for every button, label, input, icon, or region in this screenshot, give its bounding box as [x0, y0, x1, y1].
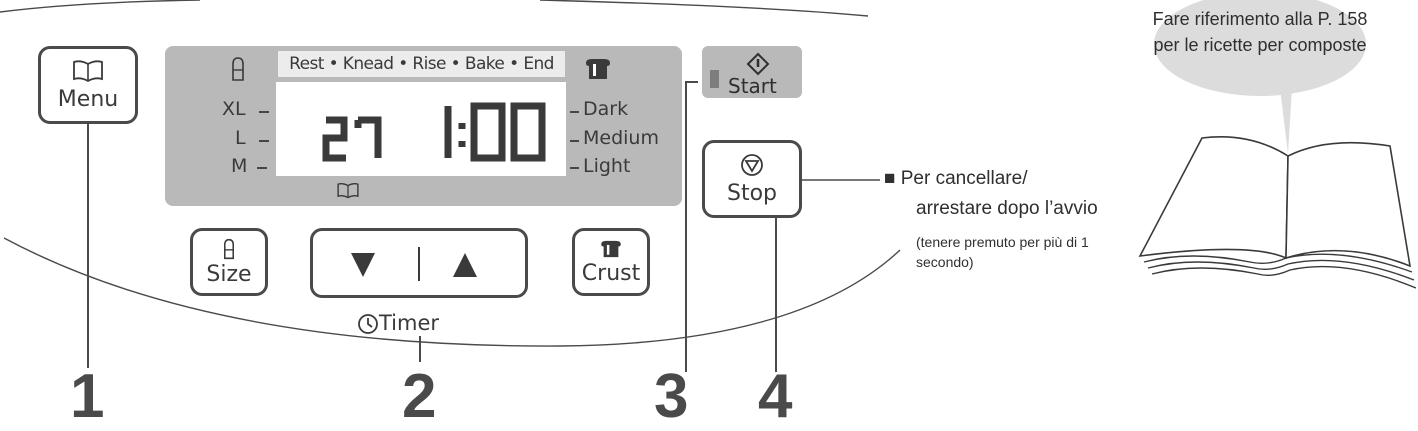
- recipe-book-illustration: [1138, 0, 1416, 289]
- stop-circle-icon: [741, 154, 763, 176]
- stage-strip: Rest • Knead • Rise • Bake • End: [278, 51, 565, 77]
- start-button-label: Start: [728, 74, 777, 98]
- timer-arrow-buttons: [310, 228, 528, 298]
- crust-button[interactable]: Crust: [572, 228, 650, 296]
- start-led-indicator: [710, 70, 719, 88]
- stop-note-line2: arrestare dopo l’avvio: [916, 198, 1098, 219]
- size-level-ticks: [257, 111, 269, 169]
- crust-button-label: Crust: [581, 260, 641, 286]
- size-level-xl: XL: [222, 98, 246, 120]
- clock-icon: [358, 314, 378, 334]
- crust-level-medium: Medium: [583, 127, 659, 149]
- bread-slice-icon: [586, 59, 610, 79]
- callout-2: 2: [402, 362, 437, 431]
- crust-level-ticks: [570, 111, 579, 169]
- crust-level-light: Light: [583, 155, 631, 177]
- stop-button[interactable]: Stop: [702, 140, 802, 218]
- callout-4: 4: [758, 362, 793, 431]
- callout-3: 3: [654, 362, 689, 431]
- start-diamond-icon: [746, 52, 770, 76]
- display-panel: Rest • Knead • Rise • Bake • End XL L M: [165, 46, 682, 206]
- loaf-icon: [232, 57, 244, 81]
- size-button-label: Size: [206, 262, 252, 287]
- size-button[interactable]: Size: [190, 228, 268, 296]
- stop-button-label: Stop: [726, 181, 777, 206]
- size-level-m: M: [231, 155, 248, 177]
- segment-readout: [322, 102, 546, 162]
- lcd-screen: [276, 82, 566, 176]
- stop-note-line1: ■ Per cancellare/: [884, 168, 1028, 189]
- size-level-l: L: [235, 127, 246, 149]
- book-icon: [73, 60, 103, 83]
- timer-label: Timer: [379, 311, 440, 335]
- stop-note-small: (tenere premuto per più di 1 secondo): [916, 234, 1089, 270]
- divider: [418, 247, 420, 281]
- menu-indicator-book-icon: [337, 182, 359, 199]
- crust-level-dark: Dark: [583, 98, 629, 120]
- loaf-icon: [224, 238, 234, 260]
- timer-up-button[interactable]: [421, 243, 521, 283]
- menu-button[interactable]: Menu: [38, 46, 138, 124]
- callout-1: 1: [70, 362, 105, 431]
- menu-button-label: Menu: [57, 87, 119, 112]
- speech-bubble-text: Fare riferimento alla P. 158 per le rice…: [1152, 9, 1368, 55]
- timer-down-button[interactable]: [317, 243, 417, 283]
- start-button[interactable]: Start: [702, 46, 802, 98]
- bread-slice-icon: [601, 240, 621, 257]
